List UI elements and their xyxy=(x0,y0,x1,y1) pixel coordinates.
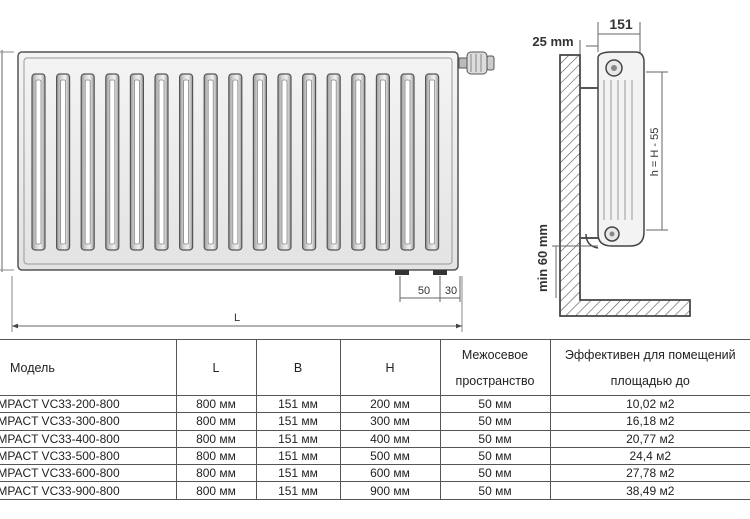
radiator-fin-inner xyxy=(404,79,411,245)
radiator-fin-inner xyxy=(429,79,436,245)
connection-spacing-dimension: 50 30 xyxy=(399,276,461,302)
table-header-row: Модель L B H Межосевое пространство Эффе… xyxy=(0,339,750,396)
cell-area: 10,02 м2 xyxy=(549,394,750,414)
specifications-table: Модель L B H Межосевое пространство Эффе… xyxy=(0,339,750,500)
cell-depth: 151 мм xyxy=(255,446,341,466)
cell-spacing: 50 мм xyxy=(439,429,551,448)
header-model: Модель xyxy=(0,339,177,396)
cell-model: OMPACT VC33-900-800 xyxy=(0,481,177,500)
cell-height: 300 мм xyxy=(339,412,441,431)
cell-height: 200 мм xyxy=(339,394,441,414)
table-row: OMPACT VC33-500-800 800 мм 151 мм 500 мм… xyxy=(0,446,750,466)
cell-depth: 151 мм xyxy=(255,481,341,500)
header-area-line1: Эффективен для помещений xyxy=(564,347,736,362)
header-spacing: Межосевое пространство xyxy=(439,339,551,396)
cell-area: 16,18 м2 xyxy=(549,412,750,431)
header-area-line2: площадью до xyxy=(610,373,690,388)
cell-depth: 151 мм xyxy=(255,412,341,431)
cell-model: OMPACT VC33-400-800 xyxy=(0,429,177,448)
radiator-fin-inner xyxy=(133,79,140,245)
cell-length: 800 мм xyxy=(175,394,257,414)
radiator-fin-inner xyxy=(256,79,263,245)
header-area: Эффективен для помещений площадью до xyxy=(549,339,750,396)
cell-depth: 151 мм xyxy=(255,429,341,448)
cell-depth: 151 мм xyxy=(255,464,341,483)
cell-length: 800 мм xyxy=(175,446,257,466)
header-height: H xyxy=(339,339,441,396)
radiator-fin-inner xyxy=(306,79,313,245)
table-row: OMPACT VC33-600-800 800 мм 151 мм 600 мм… xyxy=(0,464,750,483)
radiator-fin-inner xyxy=(281,79,288,245)
wall-gap-label: 25 mm xyxy=(532,34,573,49)
table-row: OMPACT VC33-200-800 800 мм 151 мм 200 мм… xyxy=(0,394,750,414)
wall-bracket xyxy=(580,87,598,239)
radiator-fin-inner xyxy=(183,79,190,245)
radiator-body-profile xyxy=(585,51,645,249)
cell-model: OMPACT VC33-500-800 xyxy=(0,446,177,466)
radiator-fin-inner xyxy=(379,79,386,245)
cell-spacing: 50 мм xyxy=(439,446,551,466)
header-depth: B xyxy=(255,339,341,396)
cell-length: 800 мм xyxy=(175,481,257,500)
length-dimension: L xyxy=(11,276,463,332)
radiator-fin-inner xyxy=(232,79,239,245)
header-length: L xyxy=(175,339,257,396)
cell-model: OMPACT VC33-600-800 xyxy=(0,464,177,483)
cell-height: 400 мм xyxy=(339,429,441,448)
cell-area: 20,77 м2 xyxy=(549,429,750,448)
table-row: OMPACT VC33-300-800 800 мм 151 мм 300 мм… xyxy=(0,412,750,431)
table-row: OMPACT VC33-900-800 800 мм 151 мм 900 мм… xyxy=(0,481,750,500)
header-spacing-line1: Межосевое xyxy=(461,347,529,362)
radiator-side-view: 151 25 mm h = H - 55 xyxy=(532,16,691,317)
floor-gap-label: min 60 mm xyxy=(535,224,550,292)
radiator-fin-inner xyxy=(35,79,42,245)
cell-length: 800 мм xyxy=(175,464,257,483)
radiator-fin-inner xyxy=(330,79,337,245)
cell-spacing: 50 мм xyxy=(439,412,551,431)
radiator-fins xyxy=(31,73,440,251)
thermostat-valve-icon xyxy=(458,51,495,75)
spacing-label-a: 50 xyxy=(418,285,430,297)
length-label: L xyxy=(234,312,240,324)
bottom-connection-left xyxy=(395,270,409,275)
cell-spacing: 50 мм xyxy=(439,481,551,500)
cell-height: 500 мм xyxy=(339,446,441,466)
cell-area: 24,4 м2 xyxy=(549,446,750,466)
cell-spacing: 50 мм xyxy=(439,394,551,414)
cell-height: 900 мм xyxy=(339,481,441,500)
header-spacing-line2: пространство xyxy=(455,373,535,388)
cell-model: OMPACT VC33-200-800 xyxy=(0,394,177,414)
radiator-technical-drawing: 50 30 L 151 25 mm xyxy=(0,16,691,332)
cell-model: OMPACT VC33-300-800 xyxy=(0,412,177,431)
cell-length: 800 мм xyxy=(175,412,257,431)
table-row: OMPACT VC33-400-800 800 мм 151 мм 400 мм… xyxy=(0,429,750,448)
radiator-front-view: 50 30 L xyxy=(0,50,495,332)
radiator-fin-inner xyxy=(355,79,362,245)
cell-spacing: 50 мм xyxy=(439,464,551,483)
depth-label: 151 xyxy=(609,16,633,32)
radiator-fin-inner xyxy=(109,79,116,245)
radiator-fin-inner xyxy=(84,79,91,245)
radiator-fin-inner xyxy=(60,79,66,245)
cell-length: 800 мм xyxy=(175,429,257,448)
bottom-connection-right xyxy=(433,270,447,275)
radiator-fin-inner xyxy=(158,79,165,245)
inner-height-label: h = H - 55 xyxy=(649,128,661,177)
cell-area: 38,49 м2 xyxy=(549,481,750,500)
cell-area: 27,78 м2 xyxy=(549,464,750,483)
cell-depth: 151 мм xyxy=(255,394,341,414)
radiator-fin-inner xyxy=(207,79,214,245)
cell-height: 600 мм xyxy=(339,464,441,483)
spacing-label-b: 30 xyxy=(445,285,457,297)
